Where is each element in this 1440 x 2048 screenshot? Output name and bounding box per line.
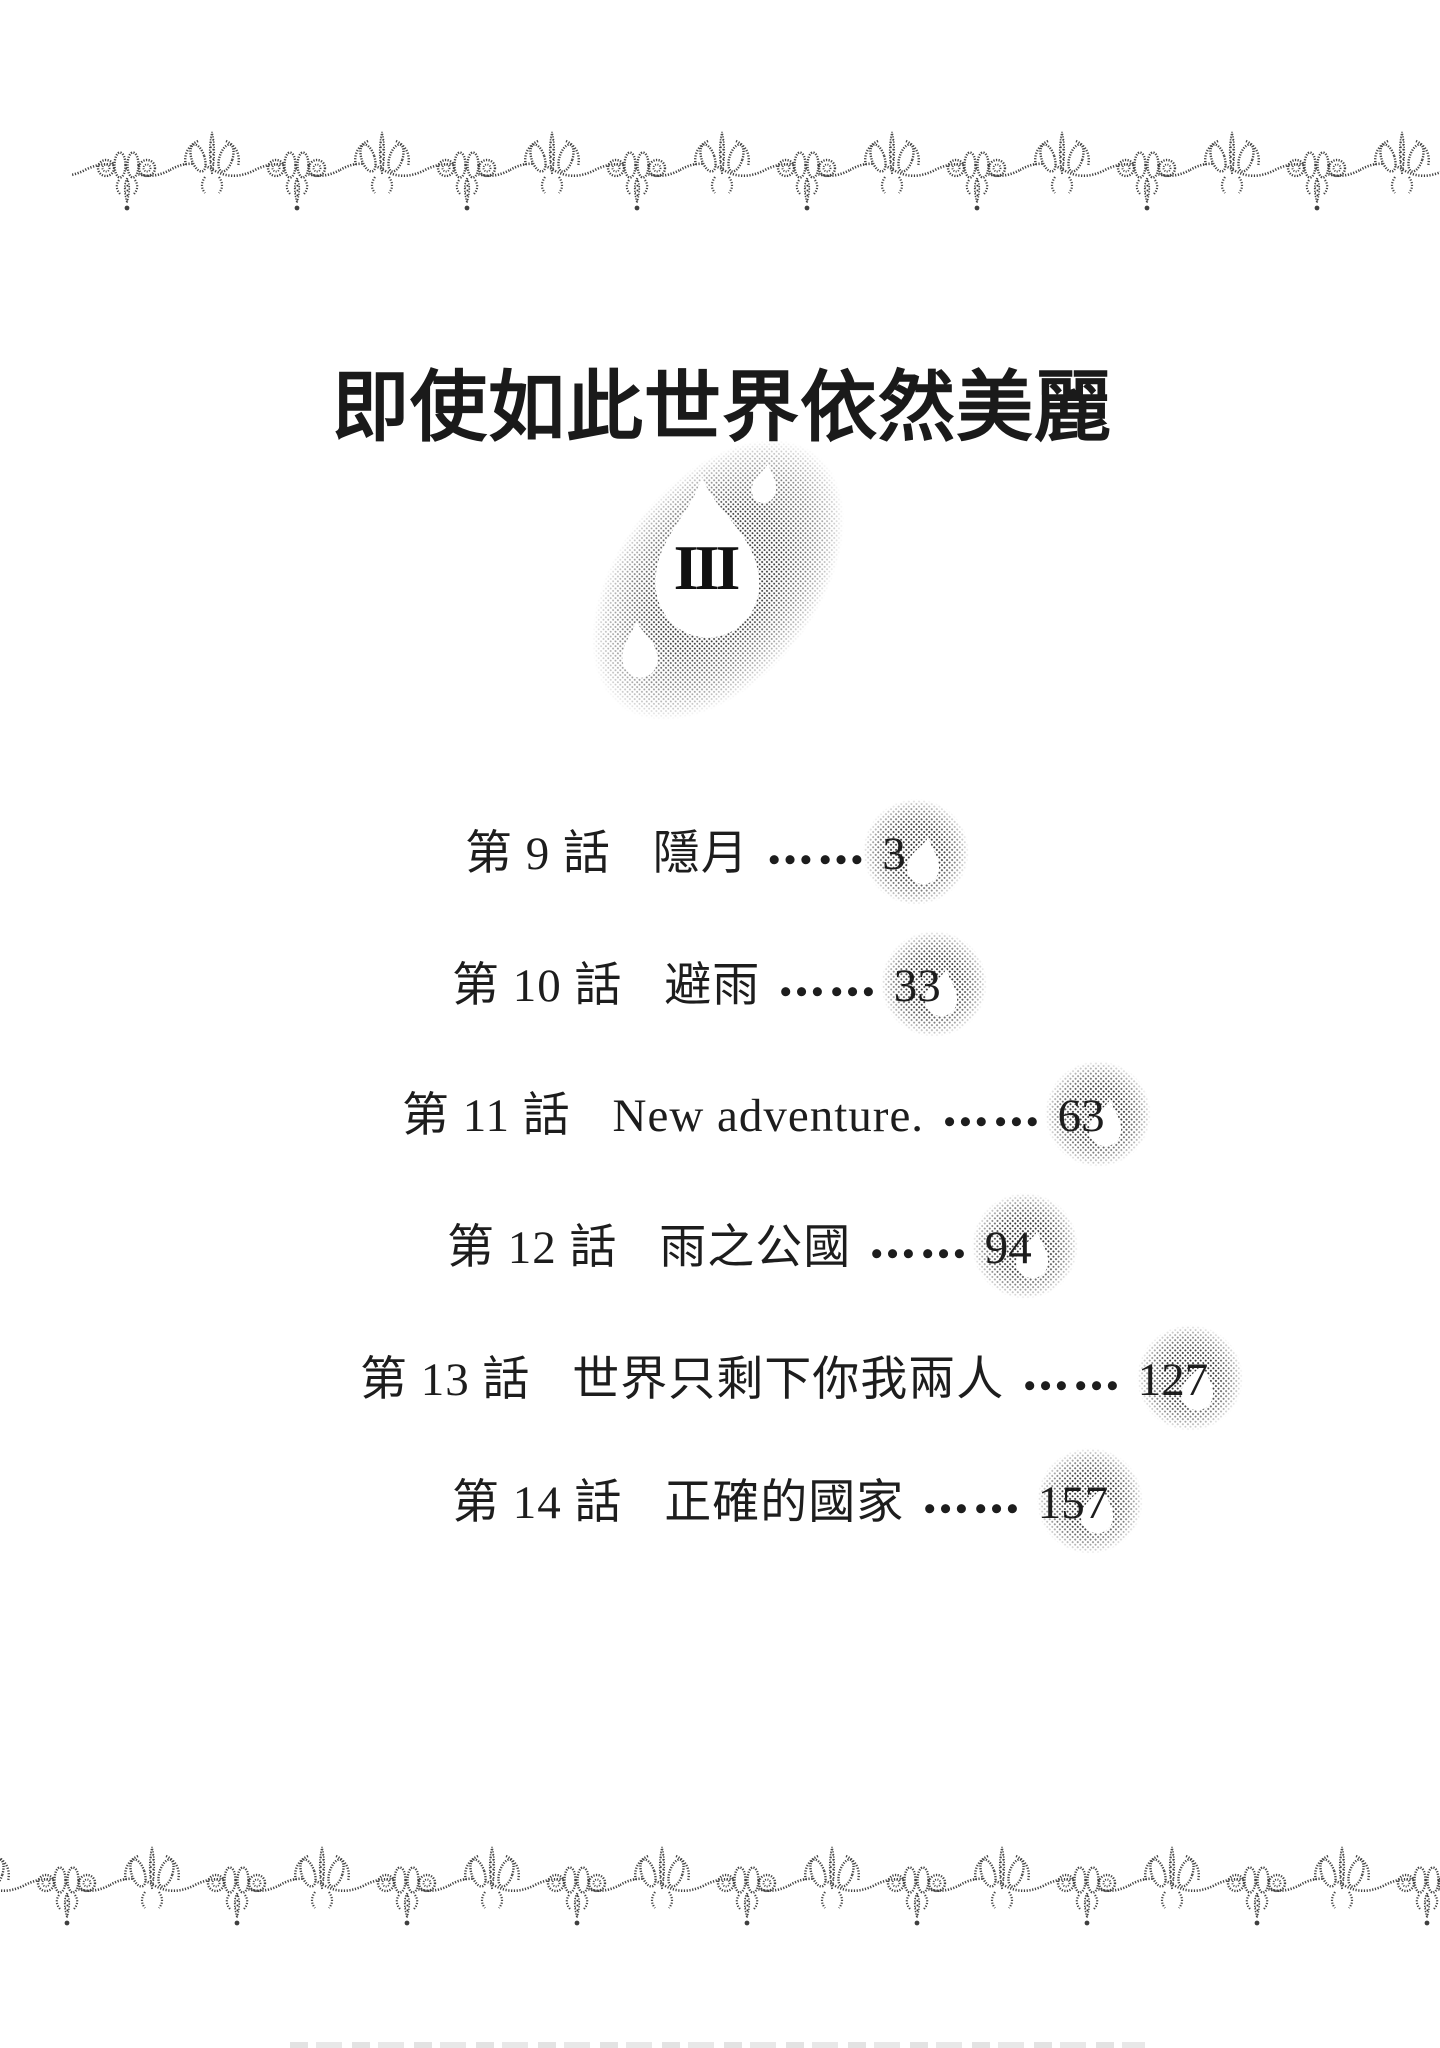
- chapter-label: 第 9 話: [465, 828, 611, 880]
- chapter-label: 第 14 話: [452, 1477, 623, 1529]
- toc-entry: 第 10 話 避雨 …… 33: [452, 930, 988, 1037]
- chapter-title: New adventure.: [612, 1090, 925, 1142]
- dot-leader: ……: [921, 1470, 1024, 1524]
- toc-entry: 第 9 話 隱月 …… 3: [465, 798, 970, 905]
- page-number-group: 33: [881, 930, 988, 1037]
- volume-numeral: III: [673, 532, 741, 603]
- toc-entry: 第 13 話 世界只剩下你我兩人 …… 127: [360, 1324, 1243, 1431]
- dot-leader: ……: [777, 953, 880, 1007]
- page-number-group: 94: [972, 1192, 1079, 1299]
- page-number: 94: [984, 1222, 1032, 1274]
- page-number: 33: [893, 960, 941, 1012]
- dot-leader: ……: [941, 1083, 1044, 1137]
- ornamental-border-top: [72, 128, 1440, 216]
- chapter-title: 世界只剩下你我兩人: [572, 1354, 1005, 1406]
- chapter-title: 正確的國家: [664, 1477, 905, 1529]
- volume-logo-halftone-band: [565, 425, 865, 725]
- chapter-title: 避雨: [664, 960, 761, 1012]
- chapter-label: 第 11 話: [402, 1090, 571, 1142]
- cutoff-text-strip: [290, 2042, 1145, 2048]
- dot-leader: ……: [868, 1215, 971, 1269]
- ornamental-border-bottom: [0, 1843, 1440, 1931]
- halftone-drop-blob: [863, 798, 970, 905]
- dot-leader: ……: [1021, 1347, 1124, 1401]
- page-number: 127: [1137, 1354, 1209, 1406]
- chapter-label: 第 10 話: [452, 960, 623, 1012]
- chapter-title: 雨之公國: [659, 1222, 852, 1274]
- water-drop-icon: [904, 834, 945, 887]
- chapter-label: 第 13 話: [360, 1354, 531, 1406]
- chapter-label: 第 12 話: [447, 1222, 618, 1274]
- toc-entry: 第 11 話 New adventure. …… 63: [402, 1060, 1152, 1167]
- toc-entry: 第 14 話 正確的國家 …… 157: [452, 1447, 1143, 1554]
- page-number-group: 3: [863, 798, 970, 905]
- page-number: 157: [1037, 1477, 1109, 1529]
- page-number: 3: [882, 828, 906, 880]
- page-number-group: 157: [1036, 1447, 1143, 1554]
- page-number-group: 63: [1045, 1060, 1152, 1167]
- toc-entry: 第 12 話 雨之公國 …… 94: [447, 1192, 1079, 1299]
- page-number-group: 127: [1136, 1324, 1243, 1431]
- dot-leader: ……: [766, 821, 869, 875]
- chapter-title: 隱月: [652, 828, 749, 880]
- page-number: 63: [1057, 1090, 1105, 1142]
